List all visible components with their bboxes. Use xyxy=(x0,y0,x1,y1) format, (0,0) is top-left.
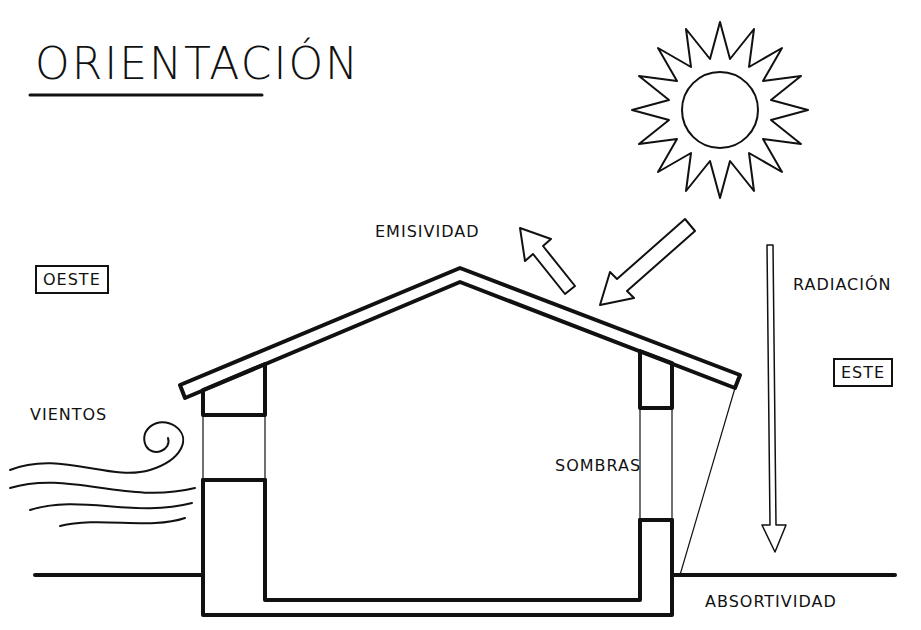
floor xyxy=(265,480,640,600)
wind-label: VIENTOS xyxy=(30,405,107,424)
left-wall-top xyxy=(203,364,265,415)
ground-line xyxy=(672,573,895,577)
incoming-arrow xyxy=(600,219,695,305)
radiation-arrow xyxy=(762,245,786,552)
right-window xyxy=(671,408,672,520)
shade-label: SOMBRAS xyxy=(555,456,641,475)
wind-wave xyxy=(10,483,195,493)
wind-wave xyxy=(30,503,192,510)
right-wall-top xyxy=(640,351,672,408)
wind-swirl xyxy=(10,422,183,473)
direction-label: ESTE xyxy=(841,363,885,382)
wind-wave xyxy=(60,518,185,526)
direction-box: OESTE xyxy=(35,265,109,294)
direction-label: OESTE xyxy=(43,270,101,289)
left-window xyxy=(264,415,265,480)
foundation xyxy=(203,480,672,615)
emission-arrow xyxy=(520,228,575,294)
absorptivity-label: ABSORTIVIDAD xyxy=(705,592,837,611)
direction-box: ESTE xyxy=(833,358,893,387)
sun-rays xyxy=(632,22,808,198)
diagram-title: ORIENTACIÓN xyxy=(35,38,360,89)
ground-line xyxy=(35,573,203,577)
right-wall-sill xyxy=(640,518,672,522)
radiation-label: RADIACIÓN xyxy=(793,275,892,294)
left-window xyxy=(202,415,203,480)
shade-line xyxy=(680,388,735,575)
title-underline xyxy=(30,94,262,97)
sun-disc xyxy=(682,72,758,148)
left-wall-sill xyxy=(203,478,265,482)
emissivity-label: EMISIVIDAD xyxy=(375,222,479,241)
